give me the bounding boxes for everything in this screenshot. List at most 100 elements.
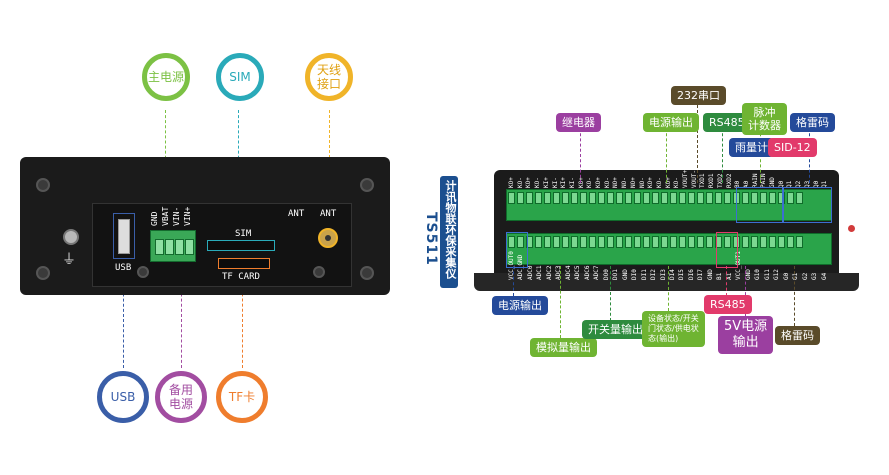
terminal-slot[interactable]: [571, 192, 578, 204]
terminal-slot[interactable]: [643, 192, 650, 204]
terminal-slot[interactable]: [670, 192, 677, 204]
mounting-flange: [474, 273, 859, 291]
pin-label: ADC3: [555, 265, 563, 280]
terminal-slot[interactable]: [589, 192, 596, 204]
terminal-slot[interactable]: [679, 236, 686, 248]
terminal-slot[interactable]: [652, 192, 659, 204]
terminal-slot[interactable]: [751, 192, 758, 204]
terminal-slot[interactable]: [634, 192, 641, 204]
pin-label: G12: [773, 269, 781, 280]
terminal-slot[interactable]: [796, 192, 803, 204]
terminal-slot[interactable]: [625, 192, 632, 204]
terminal-slot[interactable]: [508, 236, 515, 248]
terminal-slot[interactable]: [679, 192, 686, 204]
terminal-slot[interactable]: [742, 192, 749, 204]
terminal-row-top[interactable]: [506, 189, 832, 221]
highlight-power-out: [506, 232, 528, 268]
tag-rain-gauge: 雨量计: [729, 138, 774, 157]
terminal-slot[interactable]: [517, 192, 524, 204]
terminal-slot[interactable]: [562, 192, 569, 204]
terminal-slot[interactable]: [688, 192, 695, 204]
terminal-slot[interactable]: [742, 236, 749, 248]
terminal-slot[interactable]: [724, 192, 731, 204]
terminal-slot[interactable]: [724, 236, 731, 248]
terminal-slot[interactable]: [688, 236, 695, 248]
terminal-slot[interactable]: [787, 192, 794, 204]
terminal-slot[interactable]: [526, 236, 533, 248]
terminal-slot[interactable]: [661, 236, 668, 248]
pin-label: ADC1: [536, 265, 544, 280]
usb-label: USB: [115, 263, 132, 273]
power-terminal-block[interactable]: [150, 230, 196, 262]
terminal-slot[interactable]: [796, 236, 803, 248]
terminal-slot[interactable]: [517, 236, 524, 248]
terminal-slot[interactable]: [769, 192, 776, 204]
usb-port[interactable]: [113, 213, 135, 259]
terminal-slot[interactable]: [697, 192, 704, 204]
terminal-slot[interactable]: [769, 236, 776, 248]
screw-icon: [36, 266, 50, 280]
terminal-slot[interactable]: [607, 192, 614, 204]
terminal-slot[interactable]: [652, 236, 659, 248]
connector-line: [580, 128, 581, 183]
antenna-connector[interactable]: [318, 228, 338, 248]
terminal-slot[interactable]: [526, 192, 533, 204]
terminal-slot[interactable]: [553, 192, 560, 204]
connector-line: [726, 266, 727, 296]
terminal-slot[interactable]: [535, 236, 542, 248]
terminal-slot[interactable]: [580, 192, 587, 204]
terminal-slot[interactable]: [535, 192, 542, 204]
pin-label: KI+: [560, 177, 568, 188]
pin-label: KO+: [595, 177, 603, 188]
terminal-slot[interactable]: [643, 236, 650, 248]
terminal-slot[interactable]: [697, 236, 704, 248]
tag-analog-output: 模拟量输出: [530, 338, 597, 357]
terminal-slot[interactable]: [634, 236, 641, 248]
terminal-slot[interactable]: [733, 236, 740, 248]
terminal-slot[interactable]: [580, 236, 587, 248]
terminal-slot[interactable]: [661, 192, 668, 204]
terminal-slot[interactable]: [715, 192, 722, 204]
pin-label: KI+: [542, 177, 550, 188]
terminal-slot[interactable]: [607, 236, 614, 248]
terminal-slot[interactable]: [598, 236, 605, 248]
terminal-slot[interactable]: [598, 192, 605, 204]
terminal-slot[interactable]: [544, 192, 551, 204]
pin-label: G2: [801, 272, 809, 280]
pin-label: RXD2: [725, 173, 733, 188]
terminal-slot[interactable]: [787, 236, 794, 248]
terminal-slot[interactable]: [706, 236, 713, 248]
tag-switch-output: 开关量输出: [582, 320, 649, 339]
highlight-rain-gauge: [736, 187, 784, 223]
terminal-slot[interactable]: [589, 236, 596, 248]
terminal-slot[interactable]: [778, 192, 785, 204]
terminal-slot[interactable]: [508, 192, 515, 204]
pin-label: KO-: [516, 177, 524, 188]
terminal-slot[interactable]: [706, 192, 713, 204]
terminal-slot[interactable]: [616, 192, 623, 204]
terminal-slot[interactable]: [553, 236, 560, 248]
terminal-slot[interactable]: [625, 236, 632, 248]
pin-label: DI5: [678, 269, 686, 280]
terminal-slot[interactable]: [760, 236, 767, 248]
pin-label: G4: [820, 272, 828, 280]
terminal-slot[interactable]: [751, 236, 758, 248]
pin-label: NO-: [638, 177, 646, 188]
screw-icon: [360, 266, 374, 280]
terminal-slot[interactable]: [670, 236, 677, 248]
terminal-slot[interactable]: [778, 236, 785, 248]
terminal-slot[interactable]: [562, 236, 569, 248]
terminal-slot[interactable]: [544, 236, 551, 248]
tf-card-slot[interactable]: [218, 258, 270, 269]
pin-label: ADC6: [583, 265, 591, 280]
pin-label: DI1: [640, 269, 648, 280]
pin-label: ADC7: [593, 265, 601, 280]
terminal-slot[interactable]: [715, 236, 722, 248]
terminal-slot[interactable]: [616, 236, 623, 248]
screw-icon: [360, 178, 374, 192]
tag-rs485-bottom: RS485: [704, 295, 752, 314]
terminal-slot[interactable]: [571, 236, 578, 248]
terminal-row-bottom[interactable]: [506, 233, 832, 265]
terminal-slot[interactable]: [760, 192, 767, 204]
sim-slot[interactable]: [207, 240, 275, 251]
